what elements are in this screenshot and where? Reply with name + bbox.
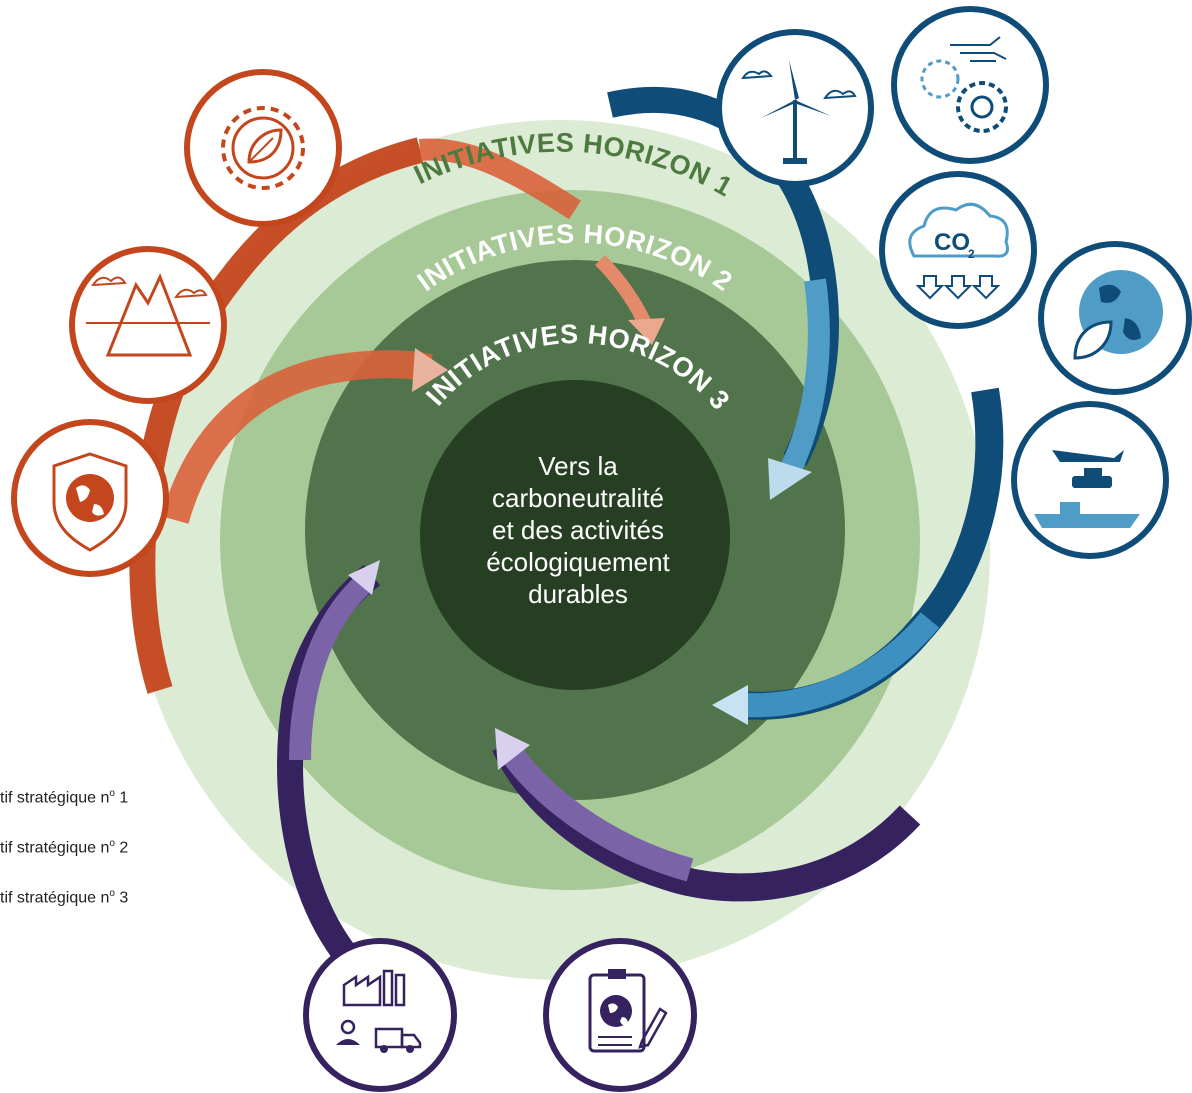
globe-leaf-icon [1038, 241, 1192, 395]
legend-item-objective1: tif stratégique no 1 [0, 788, 129, 807]
center-line-4: écologiquement [486, 547, 670, 577]
center-line-2: carboneutralité [492, 483, 664, 513]
center-line-5: durables [528, 579, 628, 609]
center-statement: Vers la carboneutralité et des activités… [486, 451, 670, 609]
supply-chain-icon [303, 938, 457, 1092]
objective3-bands [277, 560, 921, 969]
co2-subscript: 2 [968, 247, 975, 261]
military-vehicles-icon [1011, 401, 1169, 559]
objective2-bands [607, 87, 1004, 725]
legend-item-objective3: tif stratégique no 3 [0, 888, 129, 907]
wind-turbine-icon [716, 29, 874, 187]
co2-reduction-icon: CO 2 [879, 171, 1037, 329]
iceberg-icon [69, 246, 227, 404]
center-line-1: Vers la [538, 451, 618, 481]
circuit-gears-icon [891, 6, 1049, 164]
gear-leaf-icon [184, 69, 342, 227]
legend-item-objective2: tif stratégique no 2 [0, 838, 129, 857]
center-line-3: et des activités [492, 515, 664, 545]
clipboard-globe-icon [543, 938, 697, 1092]
core-circle [420, 380, 730, 690]
co2-text: CO [934, 229, 970, 256]
globe-shield-icon [11, 419, 169, 577]
